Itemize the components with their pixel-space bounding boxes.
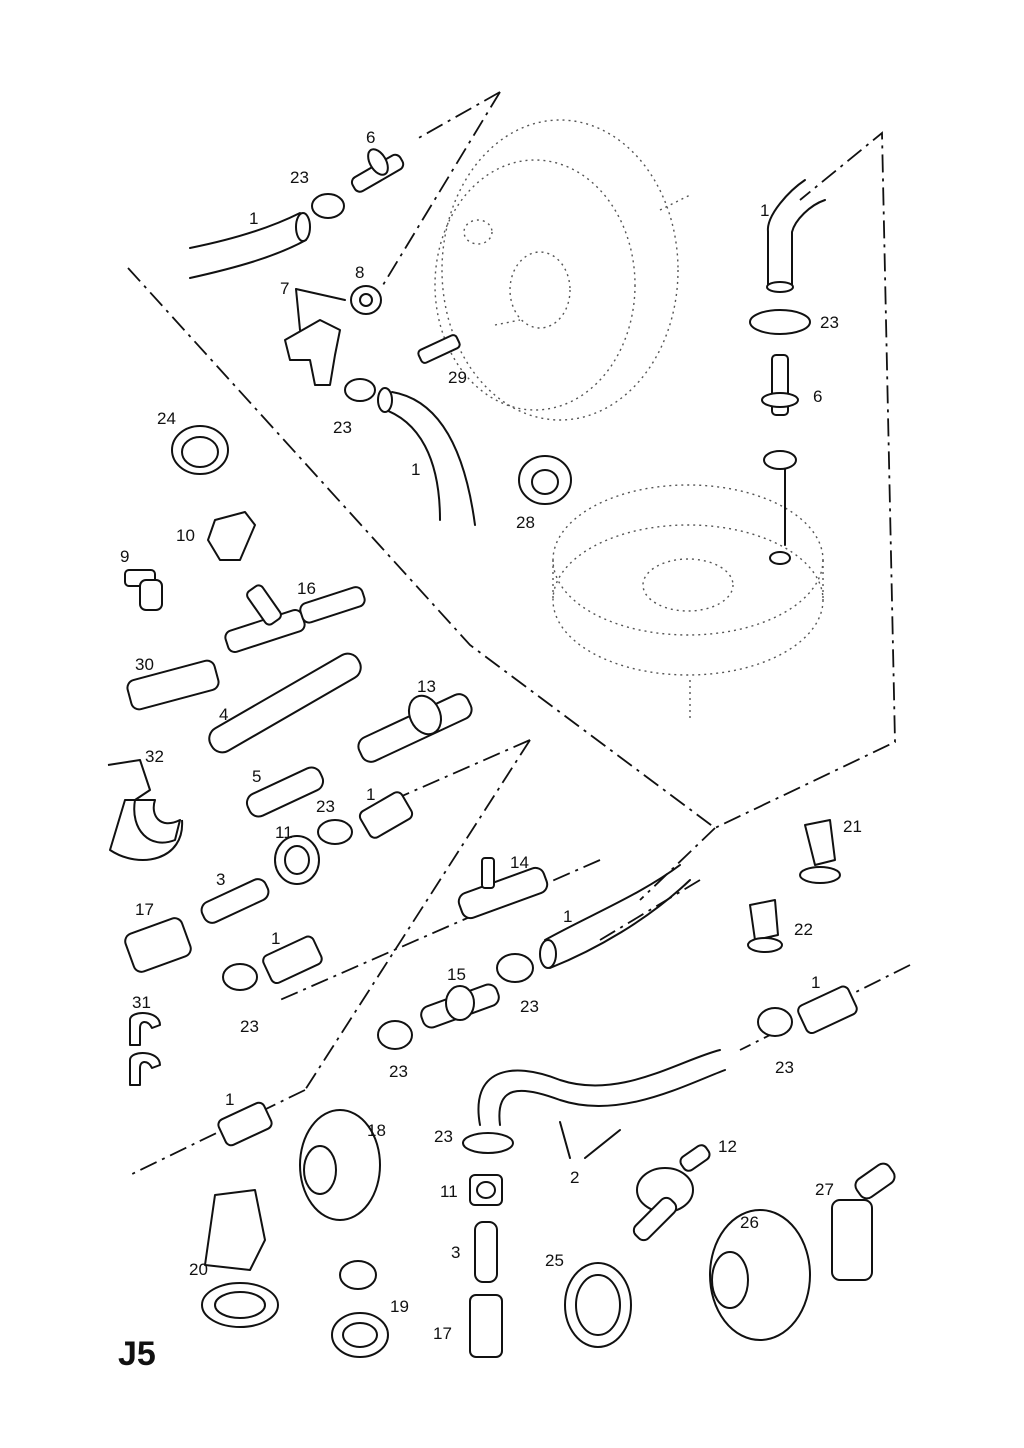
- callout-10: 10: [176, 526, 195, 545]
- callout-13: 13: [417, 677, 436, 696]
- callout-6: 6: [366, 128, 375, 147]
- diagram-title: J5: [118, 1335, 156, 1373]
- callout-27: 27: [815, 1180, 834, 1199]
- callout-23: 23: [290, 168, 309, 187]
- callout-17: 17: [433, 1324, 452, 1343]
- callout-6: 6: [813, 387, 822, 406]
- callout-29: 29: [448, 368, 467, 387]
- callout-14: 14: [510, 853, 529, 872]
- callout-1: 1: [411, 460, 420, 479]
- callout-4: 4: [219, 705, 228, 724]
- callout-32: 32: [145, 747, 164, 766]
- callout-21: 21: [843, 817, 862, 836]
- callout-24: 24: [157, 409, 176, 428]
- callout-12: 12: [718, 1137, 737, 1156]
- callout-2: 2: [570, 1168, 579, 1187]
- callout-31: 31: [132, 993, 151, 1012]
- callout-1: 1: [563, 907, 572, 926]
- leader-lines: [295, 288, 621, 1159]
- callout-8: 8: [355, 263, 364, 282]
- callout-22: 22: [794, 920, 813, 939]
- callout-17: 17: [135, 900, 154, 919]
- callout-23: 23: [333, 418, 352, 437]
- callout-25: 25: [545, 1251, 564, 1270]
- callout-26: 26: [740, 1213, 759, 1232]
- callout-1: 1: [760, 201, 769, 220]
- callout-11: 11: [275, 823, 293, 842]
- connector-parts: [107, 148, 896, 1358]
- callout-11: 11: [440, 1182, 458, 1201]
- callout-1: 1: [811, 973, 820, 992]
- callout-18: 18: [367, 1121, 386, 1140]
- callout-23: 23: [775, 1058, 794, 1077]
- callout-5: 5: [252, 767, 261, 786]
- callout-labels: 1 1 1 1 1 1 1 1 2 3 3 4 5 6 6 7 8 9 10 1…: [120, 128, 862, 1343]
- callout-9: 9: [120, 547, 129, 566]
- hose-parts: [189, 179, 858, 1147]
- callout-23: 23: [240, 1017, 259, 1036]
- callout-3: 3: [216, 870, 225, 889]
- callout-23: 23: [316, 797, 335, 816]
- callout-1: 1: [366, 785, 375, 804]
- callout-19: 19: [390, 1297, 409, 1316]
- callout-7: 7: [280, 279, 289, 298]
- callout-30: 30: [135, 655, 154, 674]
- callout-23: 23: [520, 997, 539, 1016]
- callout-15: 15: [447, 965, 466, 984]
- callout-1: 1: [225, 1090, 234, 1109]
- callout-1: 1: [249, 209, 258, 228]
- pulley-drawing: [552, 464, 824, 720]
- callout-23: 23: [820, 313, 839, 332]
- callout-1: 1: [271, 929, 280, 948]
- callout-3: 3: [451, 1243, 460, 1262]
- callout-16: 16: [297, 579, 316, 598]
- callout-23: 23: [434, 1127, 453, 1146]
- callout-20: 20: [189, 1260, 208, 1279]
- brake-servo-drawing: [434, 119, 691, 421]
- callout-28: 28: [516, 513, 535, 532]
- callout-23: 23: [389, 1062, 408, 1081]
